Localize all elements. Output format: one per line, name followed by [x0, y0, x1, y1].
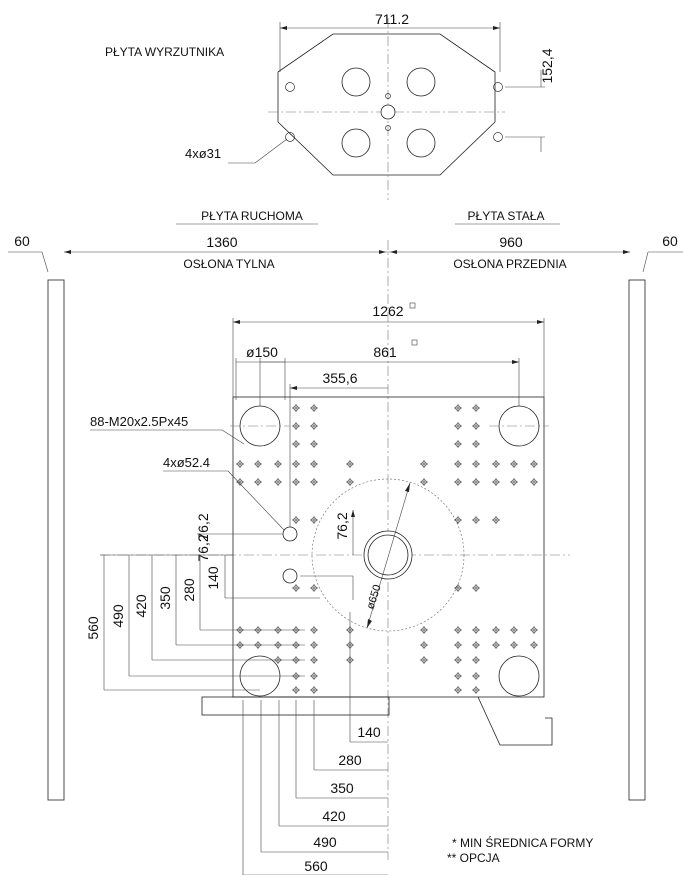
vertical-420-label: 420: [133, 594, 149, 618]
vertical-560-label: 560: [85, 616, 101, 640]
tiebar-diameter-label: ø150: [246, 344, 278, 360]
threads-label: 88-M20x2.5Px45: [90, 414, 188, 429]
horizontal-350-label: 350: [330, 780, 354, 796]
note-option: ** OPCJA: [447, 851, 500, 865]
vertical-280-label: 280: [181, 578, 197, 602]
section-headers: PŁYTA RUCHOMA PŁYTA STAŁA 1360 960 OSŁON…: [8, 209, 683, 860]
half-distance-label: 355,6: [322, 370, 357, 386]
tiebar-distance-label: 861: [373, 344, 397, 360]
circle-diameter-label: ø650: [365, 583, 384, 611]
horizontal-280-label: 280: [338, 752, 362, 768]
fixed-dim-label: 960: [499, 234, 523, 250]
offset-7623-label: 76,2: [195, 534, 211, 561]
right-60-label: 60: [662, 233, 678, 249]
horizontal-420-label: 420: [322, 808, 346, 824]
ejector-plate-view: 711.2 152,4 PŁYTA WYRZUTNIKA 4xø31: [105, 11, 555, 200]
vertical-350-label: 350: [157, 586, 173, 610]
thread-holes: [236, 404, 538, 694]
platen-foot-left: [201, 696, 390, 716]
front-guard-label: OSŁONA PRZEDNIA: [453, 257, 566, 271]
left-60-label: 60: [14, 233, 30, 249]
horizontal-560-label: 560: [304, 858, 328, 874]
ejector-width-label: 711.2: [375, 11, 409, 27]
offset-7621-label: 76,2: [334, 512, 350, 539]
fixed-platen-title: PŁYTA STAŁA: [468, 209, 545, 223]
vertical-140-label: 140: [205, 566, 221, 590]
left-guard: [47, 279, 65, 801]
ejector-title: PŁYTA WYRZUTNIKA: [105, 45, 224, 59]
ejector-plate-outline: [277, 33, 496, 176]
note-min-mold: * MIN ŚREDNICA FORMY: [452, 835, 593, 850]
vertical-490-label: 490: [110, 604, 126, 628]
right-guard: [628, 279, 646, 801]
horizontal-140-label: 140: [357, 724, 381, 740]
ejector-holes-label: 4xø52.4: [163, 455, 210, 470]
moving-platen-title: PŁYTA RUCHOMA: [201, 209, 303, 223]
horizontal-490-label: 490: [313, 834, 337, 850]
rear-guard-label: OSŁONA TYLNA: [183, 257, 274, 271]
overall-width-label: 1262: [372, 303, 403, 319]
moving-dim-label: 1360: [206, 234, 237, 250]
platen-view: 1262 861 ø150 355,6 ø650: [85, 302, 570, 875]
platen-foot-right: [477, 696, 553, 746]
ejector-height-label: 152,4: [539, 48, 555, 83]
ejector-holes-label: 4xø31: [185, 146, 221, 161]
